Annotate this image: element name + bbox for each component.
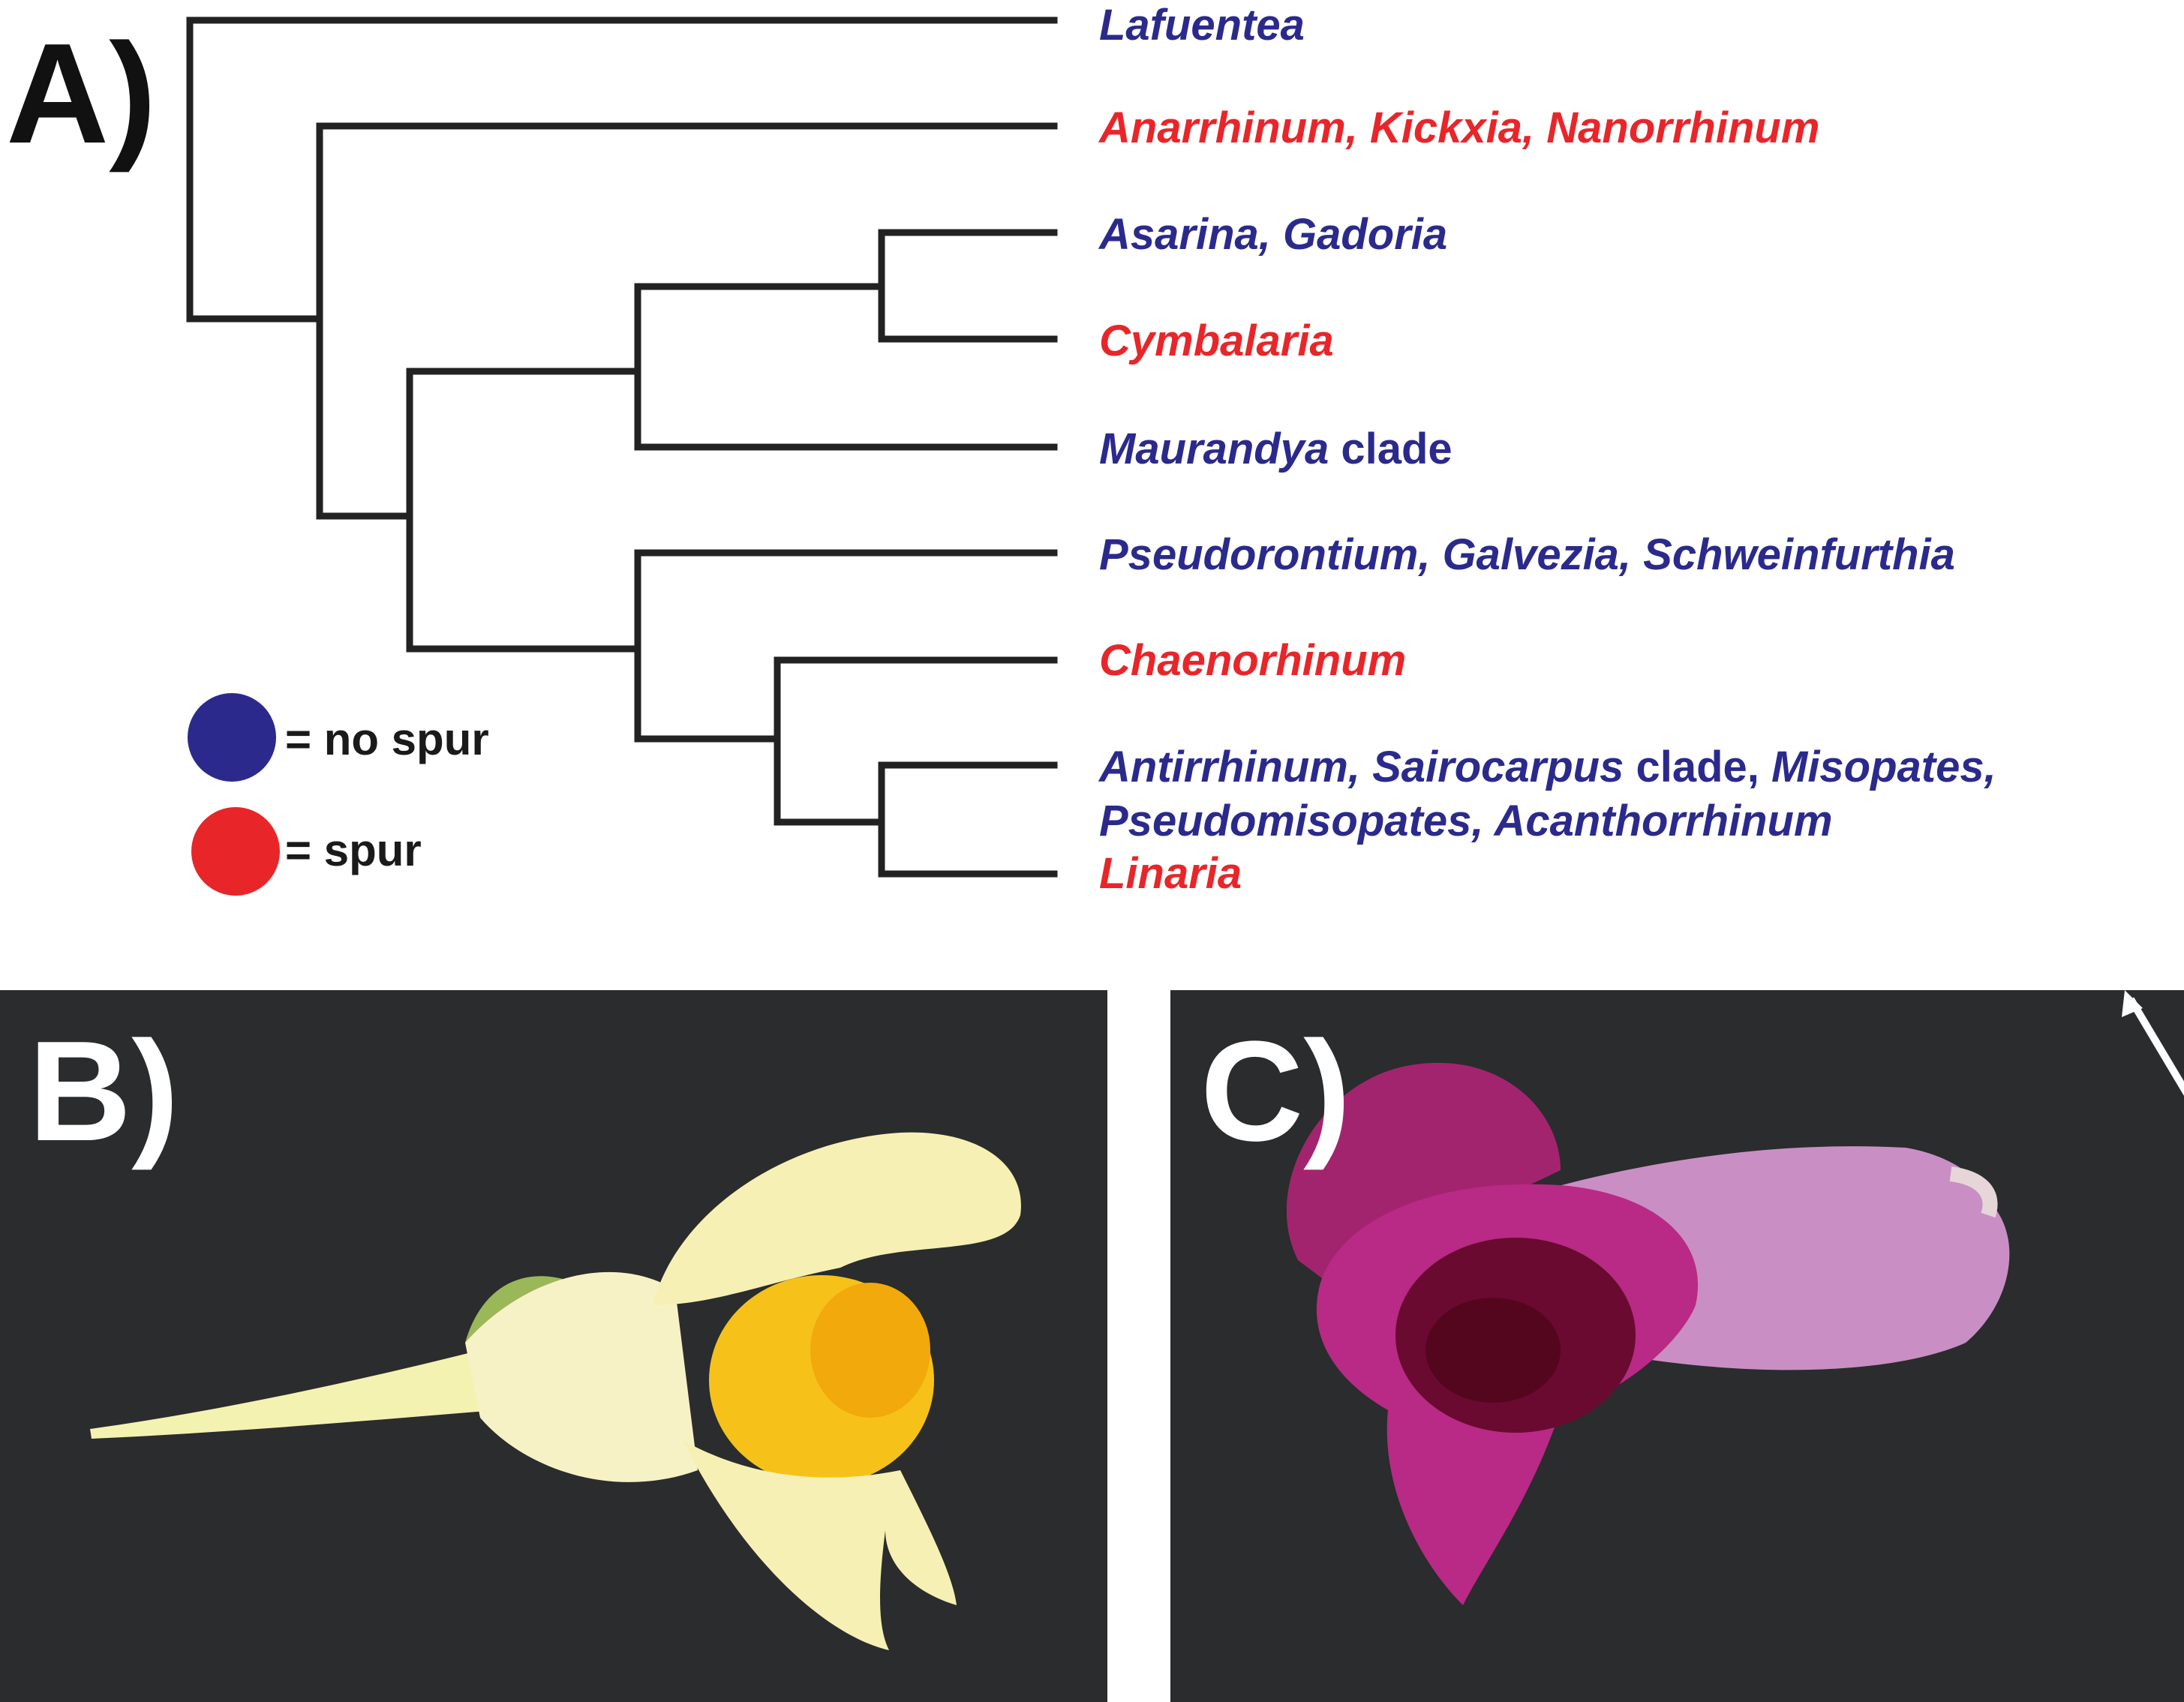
taxon-label-part: Linaria — [1099, 849, 1242, 898]
phylogenetic-tree — [186, 17, 1058, 878]
panel-a-label: A) — [6, 14, 157, 173]
flower-spur — [90, 1350, 495, 1439]
flower-lower-lip — [683, 1440, 957, 1650]
taxon-label: Anarrhinum, Kickxia, Nanorrhinum — [1099, 107, 1819, 150]
taxon-label-part: Chaenorhinum — [1099, 636, 1407, 685]
taxon-label-part: Pseudorontium, Galvezia, Schweinfurthia — [1099, 530, 1955, 579]
legend-spur-dot — [191, 807, 280, 896]
taxon-label: Linaria — [1099, 852, 1242, 896]
taxon-label: Pseudorontium, Galvezia, Schweinfurthia — [1099, 533, 1955, 577]
taxon-label-part: Lafuentea — [1099, 1, 1305, 50]
taxon-label-part: Pseudomisopates, Acanthorrhinum — [1099, 797, 1833, 845]
taxon-label-part: Anarrhinum, Kickxia, Nanorrhinum — [1099, 104, 1820, 152]
taxon-label: Maurandya clade — [1099, 428, 1452, 471]
yellow-flower-image — [0, 990, 1107, 1702]
taxon-label-part: Misopates, — [1771, 743, 1996, 791]
legend-no-spur-dot — [188, 693, 276, 782]
taxon-label-part: clade — [1329, 425, 1452, 473]
legend-spur-label: = spur — [285, 825, 422, 875]
panel-b-label: B) — [29, 1012, 179, 1171]
legend-no-spur-label: = no spur — [285, 714, 489, 764]
taxon-label: Chaenorhinum — [1099, 639, 1406, 683]
taxon-label: Cymbalaria — [1099, 320, 1334, 363]
purple-flower-image — [1170, 990, 2184, 1702]
taxon-label: Pseudomisopates, Acanthorrhinum — [1099, 800, 1833, 843]
photo-purple-unspurred-flower: C) — [1170, 990, 2184, 1702]
arrow-to-base — [2127, 997, 2184, 1096]
taxon-label-part: clade, — [1624, 743, 1771, 791]
flower-upper-lip — [653, 1132, 1021, 1305]
panel-c-label: C) — [1200, 1012, 1351, 1171]
taxon-label: Asarina, Gadoria — [1099, 213, 1447, 257]
taxon-label-part: Cymbalaria — [1099, 317, 1334, 365]
photo-yellow-spurred-flower: B) — [0, 990, 1107, 1702]
taxon-label: Lafuentea — [1099, 4, 1305, 47]
taxon-label-part: Maurandya — [1099, 425, 1329, 473]
taxon-label: Antirrhinum, Sairocarpus clade, Misopate… — [1099, 746, 1996, 789]
flower-tube — [465, 1271, 698, 1482]
taxon-label-part: Asarina, Gadoria — [1099, 210, 1448, 259]
taxon-label-part: Antirrhinum, Sairocarpus — [1099, 743, 1624, 791]
